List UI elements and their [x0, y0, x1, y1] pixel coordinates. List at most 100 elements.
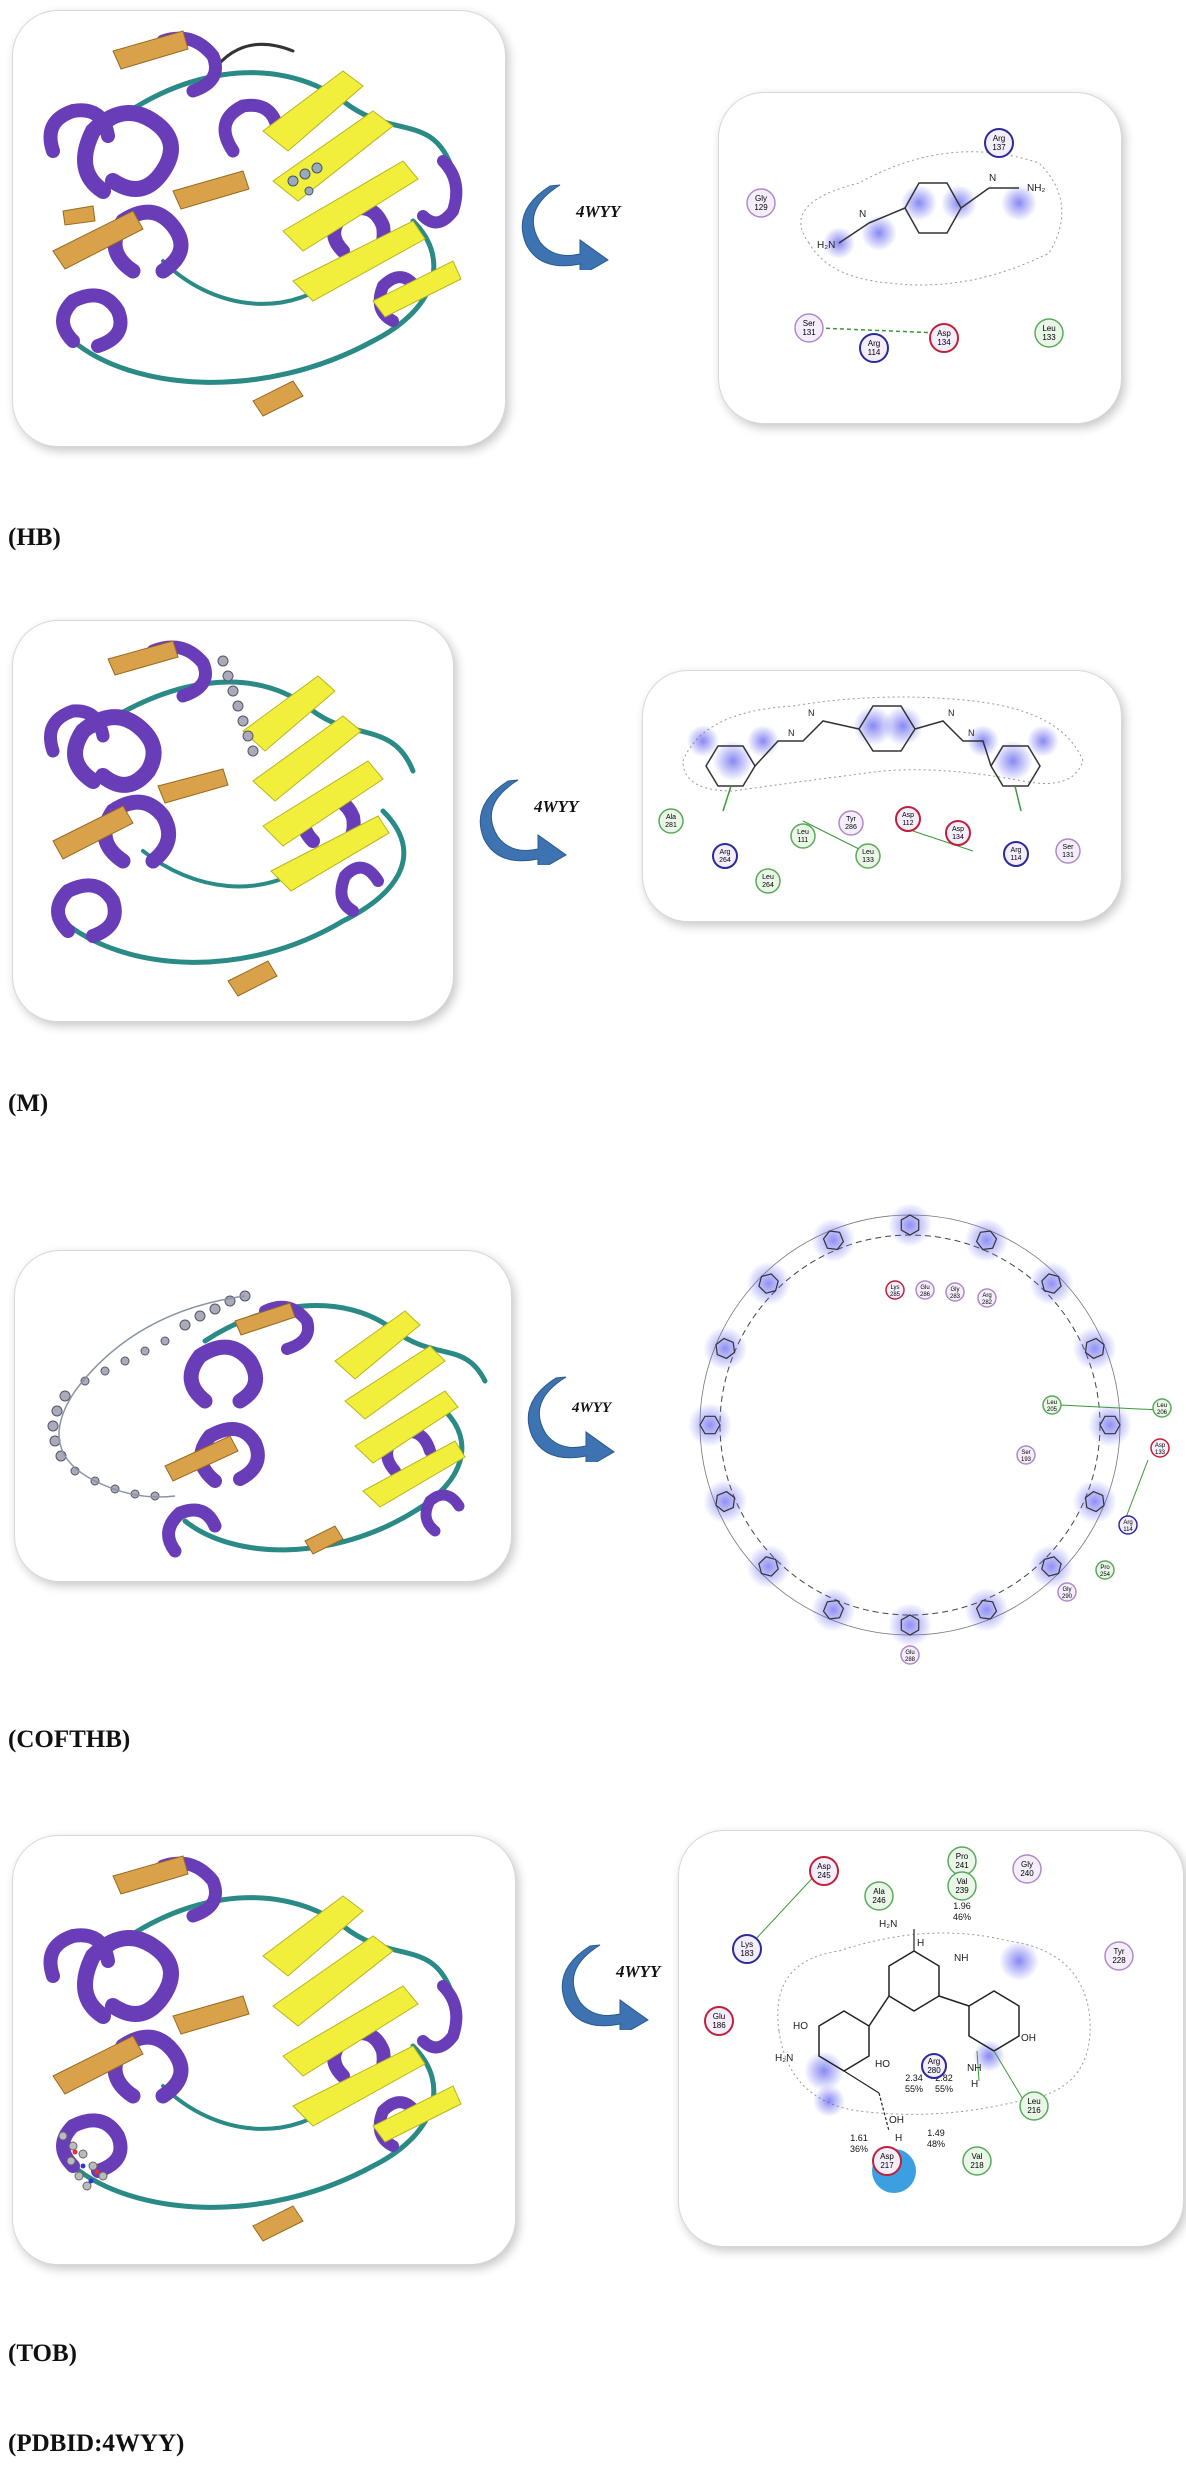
svg-text:133: 133 — [1042, 333, 1056, 342]
svg-text:Ala: Ala — [873, 1887, 885, 1896]
ligand-ring — [715, 1490, 736, 1513]
svg-text:Ser: Ser — [1063, 844, 1075, 851]
ligand-hydrophobic-glow — [1072, 1479, 1117, 1524]
ligand-ring — [1084, 1490, 1105, 1513]
ligand-atom-label: H — [895, 2133, 902, 2144]
ligand-ring — [822, 1230, 845, 1251]
ligand-ring — [975, 1599, 998, 1620]
svg-text:Glu: Glu — [713, 2012, 725, 2021]
distance-label: 2.34 — [905, 2073, 923, 2083]
protein-ribbon-graphic — [43, 30, 463, 417]
svg-text:111: 111 — [798, 837, 809, 844]
svg-text:186: 186 — [712, 2021, 726, 2030]
ligand-ring — [699, 1415, 721, 1435]
svg-text:Arg: Arg — [1011, 847, 1022, 854]
ligand-ring — [1041, 1273, 1062, 1294]
ligand-hydrophobic-glow — [746, 1544, 791, 1589]
ligand-ring — [1041, 1556, 1062, 1577]
ligand-hydrophobic-glow — [888, 1203, 932, 1247]
ligand-atom-label: N — [859, 209, 866, 220]
distance-label: 1.49 — [927, 2128, 945, 2138]
ligand-atom-label: H₂N — [817, 240, 835, 251]
ligand-atom-label: N — [788, 728, 795, 738]
ligand-ring — [1099, 1415, 1121, 1435]
figure-caption: (COFTHB) — [8, 1726, 131, 1753]
ligand-hydrophobic-glow — [1072, 1326, 1117, 1371]
curved-arrow-icon — [561, 1944, 649, 2030]
svg-text:241: 241 — [955, 1861, 969, 1870]
figure-caption: (M) — [8, 1090, 49, 1117]
svg-text:Tyr: Tyr — [846, 816, 856, 823]
svg-text:Asp: Asp — [937, 329, 951, 338]
svg-text:137: 137 — [992, 143, 1006, 152]
svg-text:228: 228 — [1112, 1956, 1126, 1965]
ligand-atom-label: NH — [954, 1953, 968, 1964]
interaction-diagram-tob: H₂N HO H₂N HO NH NH OH OH H H H 1.96 46%… — [678, 1830, 1184, 2247]
ligand-atom-label: H₂N — [879, 1919, 897, 1930]
ligand-hydrophobic-glow — [811, 1587, 856, 1632]
ligand-atom-label: NH₂ — [1027, 183, 1045, 194]
protein-structure-hb — [12, 10, 506, 447]
distance-label: 1.96 — [953, 1901, 971, 1911]
arrow-label: 4WYY — [534, 797, 579, 816]
protein-ribbon-graphic — [44, 640, 416, 997]
svg-text:Glu: Glu — [920, 1285, 929, 1291]
ligand-ring — [715, 1337, 736, 1360]
svg-text:Arg: Arg — [720, 849, 731, 856]
protein-ribbon-graphic — [43, 1855, 463, 2242]
ligand-atom-label: N — [808, 708, 815, 718]
svg-text:286: 286 — [845, 824, 857, 831]
svg-text:217: 217 — [880, 2161, 894, 2170]
protein-structure-tob — [12, 1835, 516, 2265]
svg-text:206: 206 — [1157, 1410, 1168, 1416]
ligand-hydrophobic-glow — [888, 1603, 932, 1647]
ligand-atom-label: N — [968, 728, 975, 738]
arrow-label: 4WYY — [572, 1400, 612, 1416]
arrow-label: 4WYY — [576, 202, 621, 221]
distance-percent: 55% — [935, 2084, 953, 2094]
ligand-ring — [900, 1214, 920, 1236]
svg-text:Lys: Lys — [741, 1940, 753, 1949]
pdb-id-caption: (PDBID:4WYY) — [8, 2430, 185, 2457]
svg-text:112: 112 — [902, 820, 913, 827]
svg-text:Asp: Asp — [902, 812, 914, 819]
svg-text:Leu: Leu — [797, 829, 809, 836]
svg-text:Gly: Gly — [1021, 1860, 1033, 1869]
distance-percent: 55% — [905, 2084, 923, 2094]
svg-text:Arg: Arg — [982, 1293, 991, 1299]
svg-text:114: 114 — [1123, 1527, 1133, 1533]
svg-text:114: 114 — [1010, 855, 1021, 862]
svg-text:Arg: Arg — [1123, 1520, 1132, 1526]
ligand-atom-label: H — [971, 2079, 978, 2090]
ligand-hydrophobic-glow — [688, 1403, 732, 1447]
svg-text:Leu: Leu — [1047, 1400, 1057, 1406]
svg-text:131: 131 — [802, 328, 816, 337]
ligand-atom-label: N — [989, 173, 996, 184]
svg-text:134: 134 — [937, 338, 951, 347]
ligand-hydrophobic-glow — [1029, 1544, 1074, 1589]
svg-text:Val: Val — [957, 1877, 968, 1886]
ligand-atom-label: N — [948, 708, 955, 718]
svg-text:218: 218 — [970, 2161, 984, 2170]
svg-text:Leu: Leu — [1042, 324, 1055, 333]
ligand-atom-label: HO — [875, 2059, 890, 2070]
protein-ribbon-graphic — [47, 1290, 488, 1558]
rotation-arrow-m: 4WYY — [478, 775, 588, 865]
svg-text:Gly: Gly — [1063, 1587, 1072, 1593]
